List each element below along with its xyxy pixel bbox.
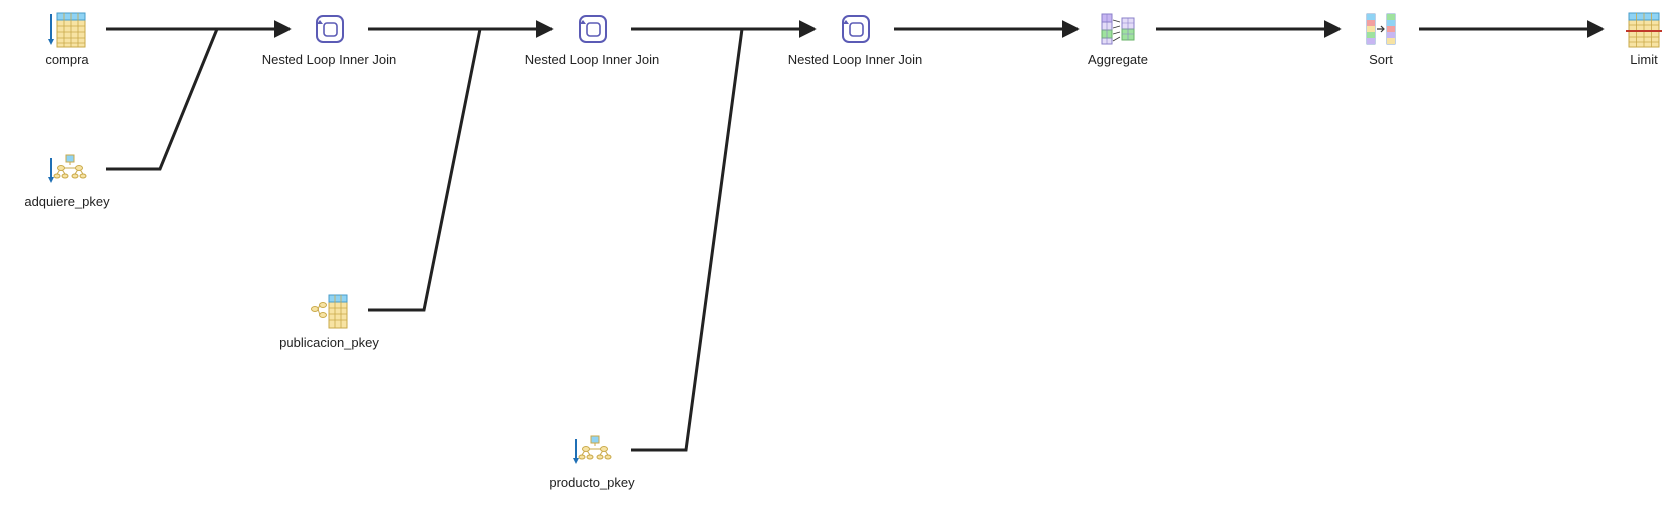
node-label: producto_pkey (549, 475, 635, 490)
node-label: compra (45, 52, 89, 67)
node-nested-loop-3[interactable]: Nested Loop Inner Join (775, 10, 935, 68)
nested-loop-icon (842, 15, 870, 43)
node-label: Nested Loop Inner Join (787, 52, 923, 67)
index-scan-icon (573, 435, 612, 464)
nested-loop-icon (316, 15, 344, 43)
node-label: Nested Loop Inner Join (261, 52, 397, 67)
node-label: Limit (1630, 52, 1658, 67)
node-label: Sort (1369, 52, 1393, 67)
nested-loop-icon (579, 15, 607, 43)
edge-adquiere-to-nlj1 (106, 28, 219, 171)
node-label: Aggregate (1088, 52, 1148, 67)
node-label: publicacion_pkey (279, 335, 379, 350)
node-publicacion-pkey[interactable]: publicacion_pkey (249, 293, 409, 351)
seq-scan-icon (48, 12, 86, 48)
node-nested-loop-2[interactable]: Nested Loop Inner Join (512, 10, 672, 68)
node-nested-loop-1[interactable]: Nested Loop Inner Join (249, 10, 409, 68)
node-label: Nested Loop Inner Join (524, 52, 660, 67)
node-aggregate[interactable]: Aggregate (1038, 10, 1198, 68)
edge-publicacion-to-nlj2 (368, 28, 482, 312)
node-producto-pkey[interactable]: producto_pkey (512, 433, 672, 491)
node-label: adquiere_pkey (24, 194, 110, 209)
sort-icon (1366, 13, 1396, 45)
node-sort[interactable]: Sort (1301, 10, 1461, 68)
node-limit[interactable]: Limit (1564, 10, 1680, 68)
node-adquiere-pkey[interactable]: adquiere_pkey (0, 152, 147, 210)
limit-icon (1626, 12, 1662, 48)
index-scan-icon (48, 154, 87, 183)
index-scan-icon (311, 294, 348, 329)
edge-producto-to-nlj3 (631, 28, 744, 452)
node-compra[interactable]: compra (0, 10, 147, 68)
aggregate-icon (1101, 13, 1135, 45)
